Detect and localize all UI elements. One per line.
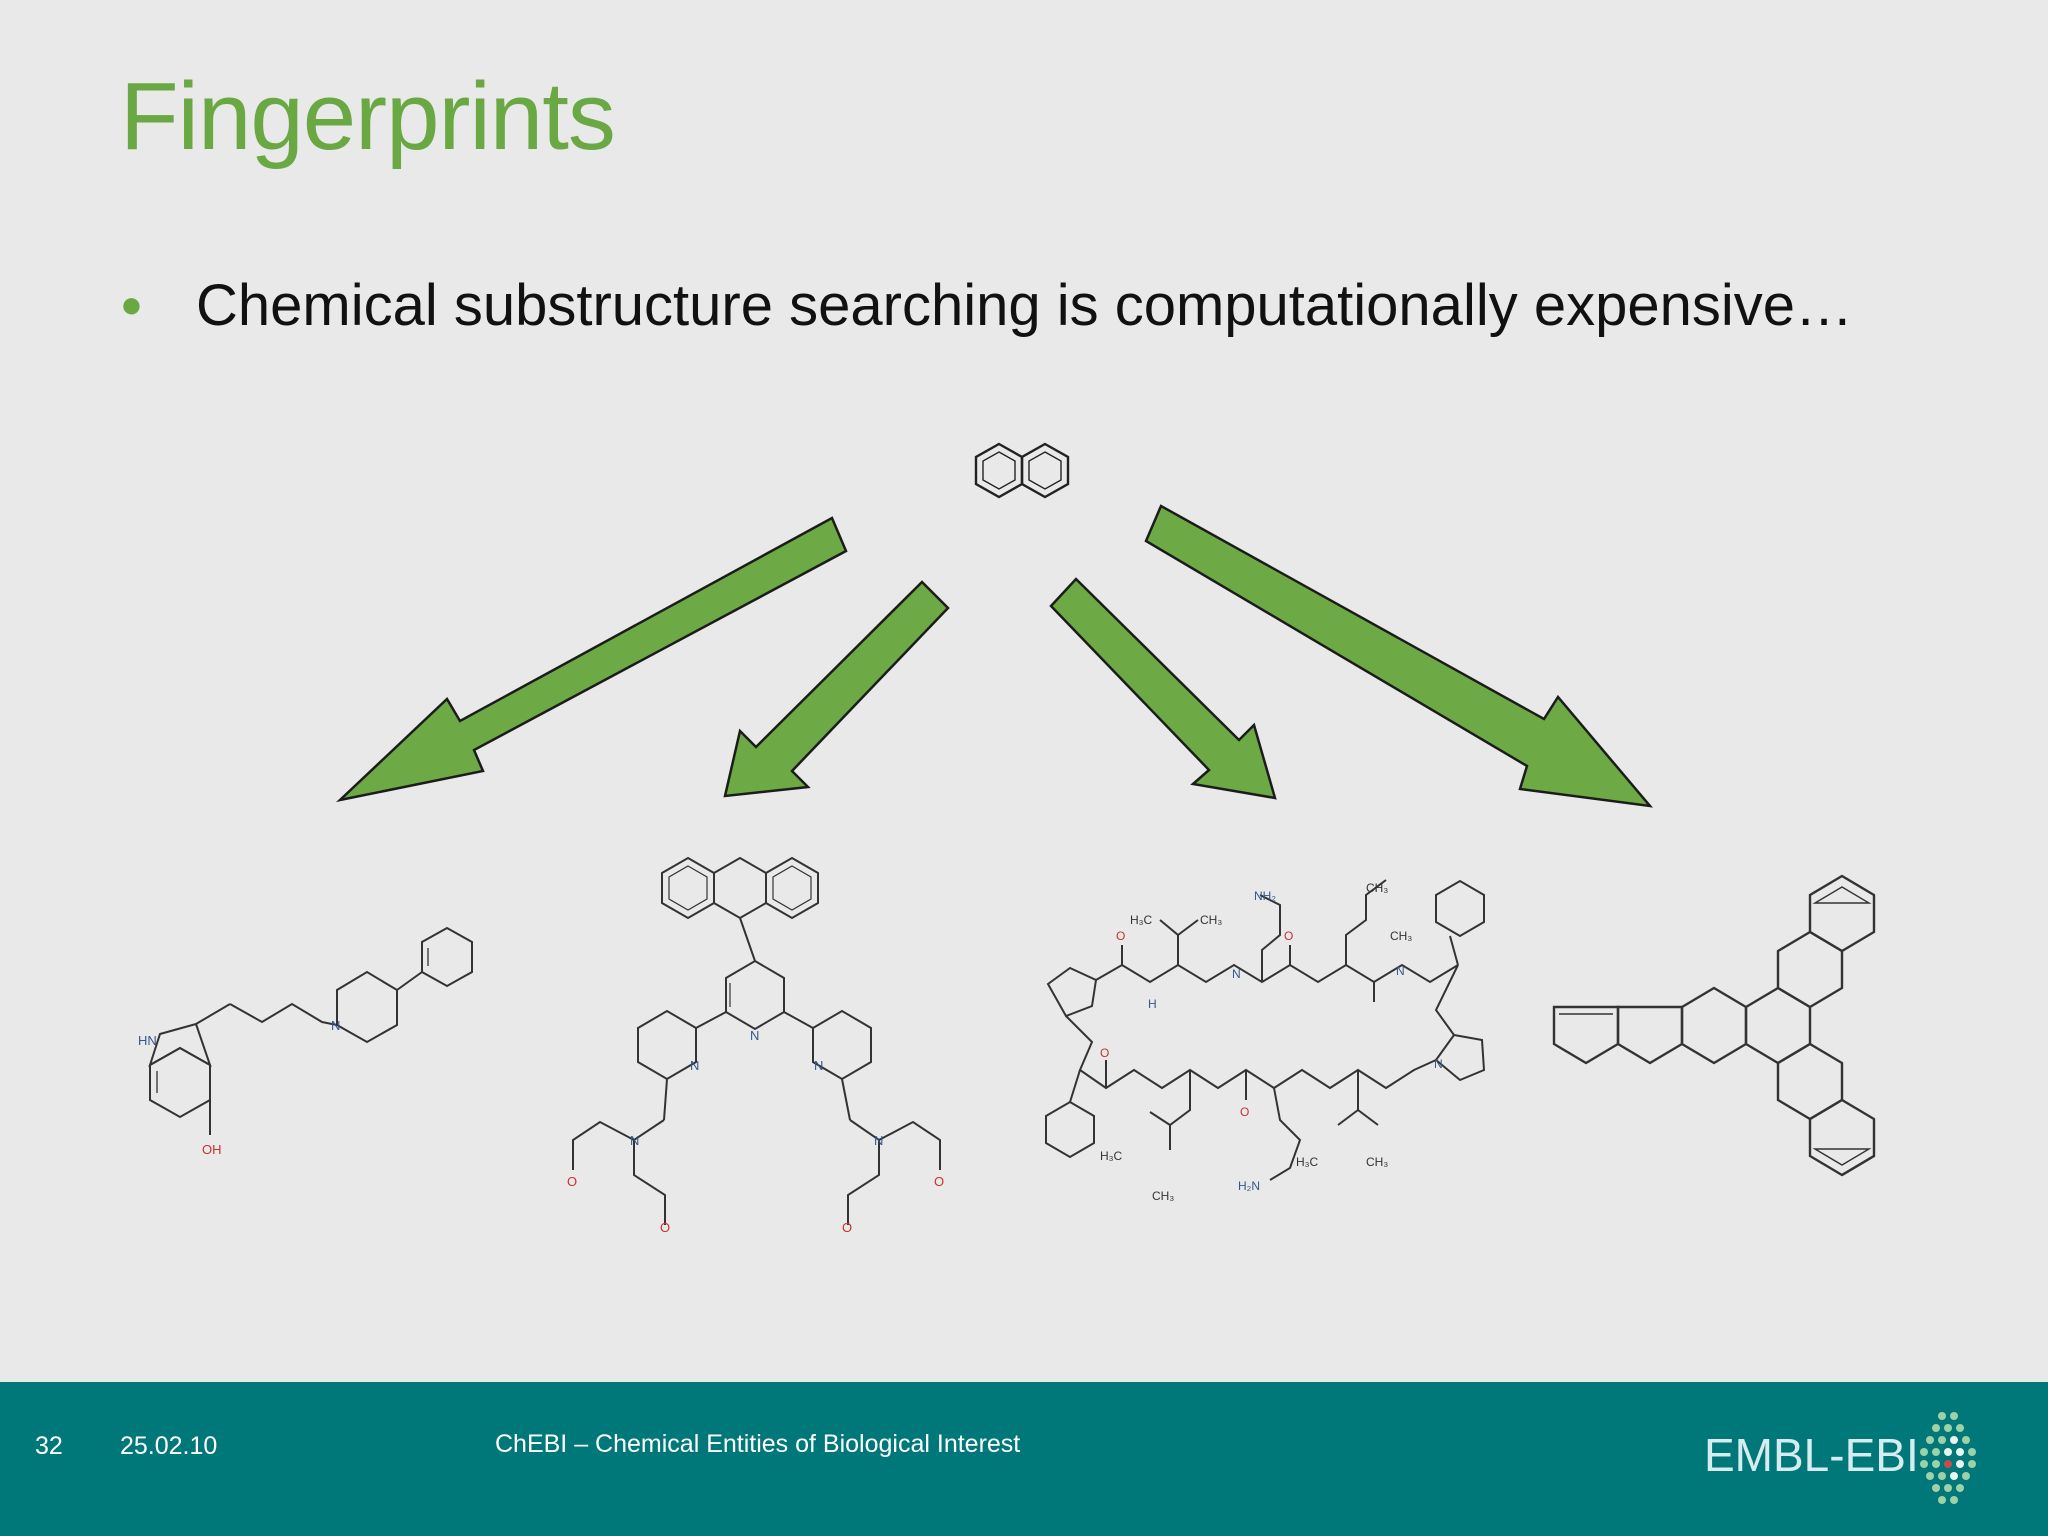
- atom-label-ch3-4: CH₃: [1152, 1189, 1174, 1203]
- arrow-to-molecule-3: [1049, 577, 1277, 800]
- atom-label-h3c-3: H₃C: [1296, 1155, 1319, 1169]
- atom-label-n9: N: [1434, 1057, 1443, 1071]
- atom-label-o8: O: [1240, 1105, 1249, 1119]
- footer-bar: [0, 1382, 2048, 1536]
- atom-label-n: N: [331, 1018, 340, 1033]
- atom-label-n7: N: [1232, 967, 1241, 981]
- naphthalene-icon: [974, 442, 1070, 499]
- bullet-text: Chemical substructure searching is compu…: [196, 273, 1853, 338]
- atom-label-ch3-5: CH₃: [1366, 1155, 1388, 1169]
- bullet-dot: ●: [120, 284, 143, 326]
- atom-label-o4: O: [842, 1220, 852, 1235]
- footer-title: ChEBI – Chemical Entities of Biological …: [495, 1430, 1021, 1458]
- atom-label-n5: N: [630, 1133, 639, 1148]
- atom-label-ch3-1: CH₃: [1200, 913, 1222, 927]
- anthracene-terpyridine-molecule-icon: [572, 856, 941, 1225]
- atom-label-oh: OH: [202, 1142, 222, 1157]
- atom-label-hn: HN: [138, 1033, 157, 1048]
- atom-label-h1: H: [1148, 997, 1157, 1011]
- atom-label-h3c-2: H₃C: [1100, 1149, 1123, 1163]
- slide-date: 25.02.10: [120, 1432, 218, 1460]
- atom-label-ch3-3: CH₃: [1390, 929, 1412, 943]
- slide-title: Fingerprints: [120, 63, 616, 170]
- atom-label-o3: O: [934, 1174, 944, 1189]
- atom-label-h2n: H₂N: [1238, 1179, 1260, 1193]
- atom-label-n6: N: [874, 1133, 883, 1148]
- atom-label-o1: O: [567, 1174, 577, 1189]
- arrow-to-molecule-4: [1144, 504, 1654, 808]
- indole-piperidine-molecule-icon: [148, 926, 473, 1135]
- atom-label-n8: N: [1396, 964, 1405, 978]
- diagram: HN OH N N N N N N O O O O: [138, 442, 1876, 1235]
- slide-number: 32: [35, 1432, 63, 1460]
- embl-ebi-logo-text: EMBL-EBI: [1704, 1429, 1919, 1481]
- atom-label-o6: O: [1284, 929, 1293, 943]
- atom-label-h3c-1: H₃C: [1130, 913, 1153, 927]
- atom-label-n2: N: [750, 1028, 759, 1043]
- atom-label-n3: N: [690, 1058, 699, 1073]
- atom-label-n4: N: [814, 1058, 823, 1073]
- bullet-item: ● Chemical substructure searching is com…: [120, 272, 1853, 339]
- atom-label-o7: O: [1100, 1046, 1109, 1060]
- atom-label-o2: O: [660, 1220, 670, 1235]
- hexabenzotriphenylene-molecule-icon: [1552, 874, 1876, 1177]
- arrow-to-molecule-1: [335, 516, 848, 803]
- embl-ebi-logo-icon: [1920, 1412, 1976, 1504]
- arrow-to-molecule-2: [723, 580, 950, 798]
- atom-label-nh2: NH₂: [1254, 889, 1276, 903]
- atom-label-o5: O: [1116, 929, 1125, 943]
- atom-label-ch3-2: CH₃: [1366, 881, 1388, 895]
- cyclic-peptide-molecule-icon: [1045, 879, 1486, 1181]
